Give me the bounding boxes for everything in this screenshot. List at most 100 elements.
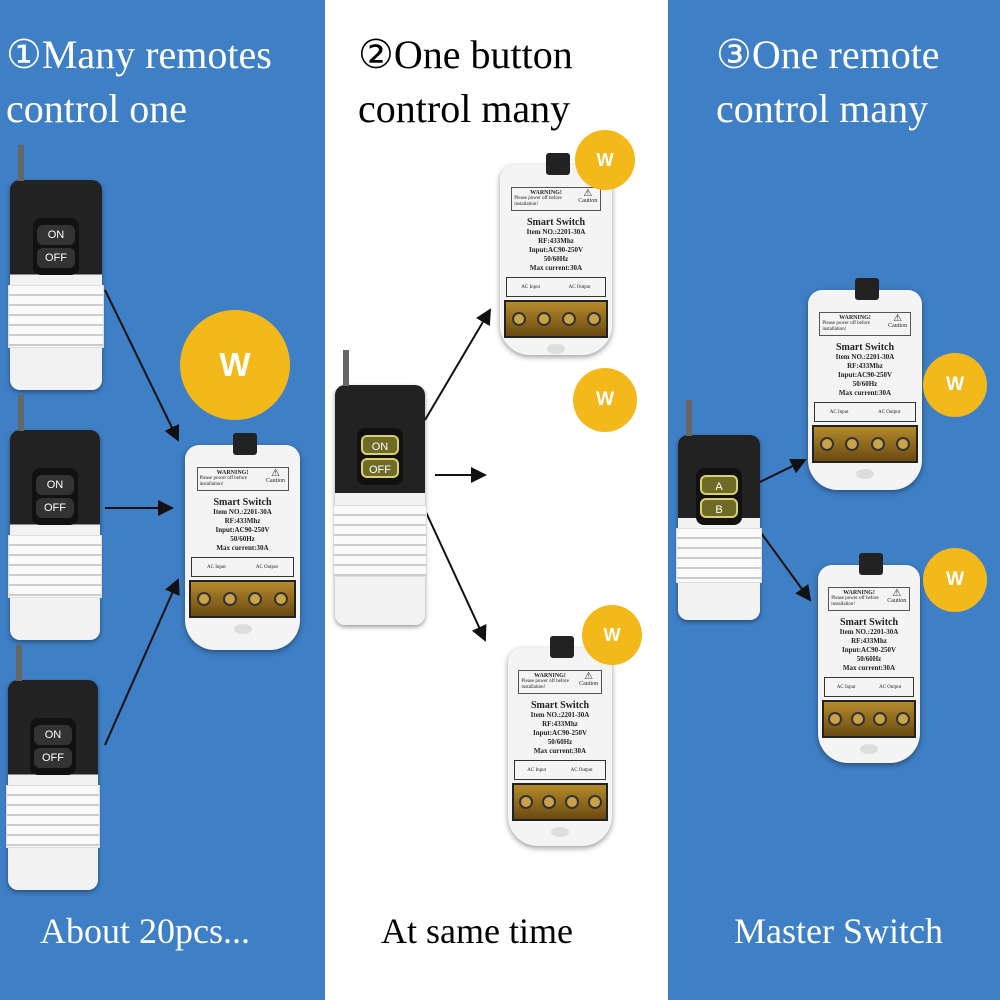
- button-pad: ON OFF: [357, 428, 403, 486]
- switch-name: Smart Switch: [213, 497, 272, 508]
- remote-antenna: [686, 400, 692, 436]
- remote-control: ON OFF: [8, 145, 104, 390]
- switch-rf: RF:433Mhz: [851, 637, 887, 645]
- panel-title-line1: ①Many remotes: [6, 32, 272, 77]
- warning-label: WARNING!Please power off before installa…: [819, 312, 911, 336]
- screw-icon: [586, 312, 601, 326]
- remote-button-off[interactable]: OFF: [34, 747, 72, 768]
- switch-input: Input:AC90-250V: [215, 526, 270, 534]
- remote-button-on[interactable]: ON: [34, 724, 72, 745]
- antenna: [859, 553, 883, 575]
- ac-output-label: AC Output: [878, 409, 901, 415]
- remote-button-a[interactable]: A: [700, 475, 738, 496]
- terminal-label: AC Input AC Output: [814, 402, 916, 422]
- ac-output-label: AC Output: [568, 284, 591, 290]
- warning-text: Please power off before installation!: [514, 196, 562, 207]
- switch-max: Max current:30A: [838, 389, 892, 397]
- caution-icon: ⚠: [583, 188, 593, 199]
- smart-switch: WARNING!Please power off before installa…: [818, 553, 920, 763]
- bulb-letter: W: [596, 149, 614, 170]
- switch-rf: RF:433Mhz: [224, 517, 261, 525]
- remote-button-on[interactable]: ON: [361, 435, 399, 456]
- terminal-block: [512, 783, 608, 821]
- switch-input: Input:AC90-250V: [532, 729, 588, 737]
- ac-input-label: AC Input: [829, 409, 849, 415]
- caution-text: Caution: [578, 198, 598, 204]
- switch-item: Item NO.:2201-30A: [839, 628, 899, 636]
- remote-button-on[interactable]: ON: [36, 474, 74, 495]
- light-bulb-icon: W: [575, 130, 635, 190]
- switch-rf: RF:433Mhz: [542, 720, 578, 728]
- terminal-label: AC Input AC Output: [506, 277, 606, 297]
- remote-antenna: [16, 645, 22, 681]
- panel-title-line2: control many: [716, 86, 929, 131]
- caution-badge: ⚠Caution: [266, 469, 286, 485]
- warning-label: WARNING!Please power off before installa…: [196, 467, 289, 491]
- screw-icon: [845, 437, 860, 451]
- smart-switch: WARNING!Please power off before installa…: [808, 278, 922, 490]
- ac-output-label: AC Output: [570, 767, 593, 773]
- switch-name: Smart Switch: [835, 342, 895, 353]
- bulb-letter: W: [603, 624, 621, 645]
- remote-control: ON OFF: [333, 350, 427, 625]
- screw-icon: [587, 795, 602, 809]
- panel-caption: Master Switch: [734, 911, 943, 951]
- switch-item: Item NO.:2201-30A: [835, 353, 895, 361]
- remote-control: A B: [676, 400, 762, 620]
- warning-text: Please power off before installation!: [199, 476, 248, 487]
- screw-icon: [196, 592, 211, 606]
- remote-button-off[interactable]: OFF: [37, 247, 75, 268]
- light-bulb-icon: W: [582, 605, 642, 665]
- remote-control: ON OFF: [6, 645, 100, 890]
- caution-badge: ⚠Caution: [579, 672, 599, 688]
- remote-button-on[interactable]: ON: [37, 224, 75, 245]
- screw-icon: [828, 712, 843, 726]
- caution-text: Caution: [887, 598, 907, 604]
- arrow: [104, 289, 180, 442]
- remote-button-off[interactable]: OFF: [361, 458, 399, 479]
- terminal-block: [504, 300, 608, 338]
- arrow: [759, 458, 807, 483]
- switch-item: Item NO.:2201-30A: [213, 508, 272, 516]
- switch-item: Item NO.:2201-30A: [526, 228, 586, 236]
- bulb-letter: W: [945, 569, 965, 590]
- warning-text: Please power off before installation!: [831, 596, 879, 607]
- smart-switch: WARNING!Please power off before installa…: [185, 433, 300, 650]
- ac-output-label: AC Output: [255, 564, 278, 570]
- remote-button-b[interactable]: B: [700, 498, 738, 519]
- terminal-block: [822, 700, 916, 738]
- remote-grip: [6, 785, 100, 848]
- remote-antenna: [18, 145, 24, 181]
- switch-freq: 50/60Hz: [547, 738, 573, 746]
- caution-badge: ⚠Caution: [888, 314, 908, 330]
- screw-icon: [870, 437, 885, 451]
- light-bulb-icon: W: [180, 310, 290, 420]
- remote-button-off[interactable]: OFF: [36, 497, 74, 518]
- button-pad: ON OFF: [32, 467, 78, 525]
- ac-input-label: AC Input: [521, 284, 541, 290]
- antenna: [550, 636, 574, 658]
- smart-switch: WARNING!Please power off before installa…: [500, 153, 612, 355]
- remote-grip: [8, 285, 104, 348]
- mount-hole: [233, 624, 252, 634]
- switch-max: Max current:30A: [842, 664, 896, 672]
- arrow: [424, 509, 487, 642]
- switch-input: Input:AC90-250V: [837, 371, 893, 379]
- remote-control: ON OFF: [8, 395, 102, 640]
- warning-label: WARNING!Please power off before installa…: [511, 187, 601, 211]
- switch-rf: RF:433Mhz: [538, 237, 574, 245]
- switch-item: Item NO.:2201-30A: [530, 711, 590, 719]
- panel-caption: About 20pcs...: [40, 911, 250, 951]
- caution-text: Caution: [266, 478, 285, 484]
- screw-icon: [819, 437, 834, 451]
- screw-icon: [564, 795, 579, 809]
- antenna: [546, 153, 570, 175]
- panel-title-line1: ②One button: [358, 32, 573, 77]
- bulb-letter: W: [219, 346, 251, 383]
- warning-title: WARNING!: [530, 190, 562, 196]
- mount-hole: [547, 344, 565, 354]
- warning-label: WARNING!Please power off before installa…: [518, 670, 602, 694]
